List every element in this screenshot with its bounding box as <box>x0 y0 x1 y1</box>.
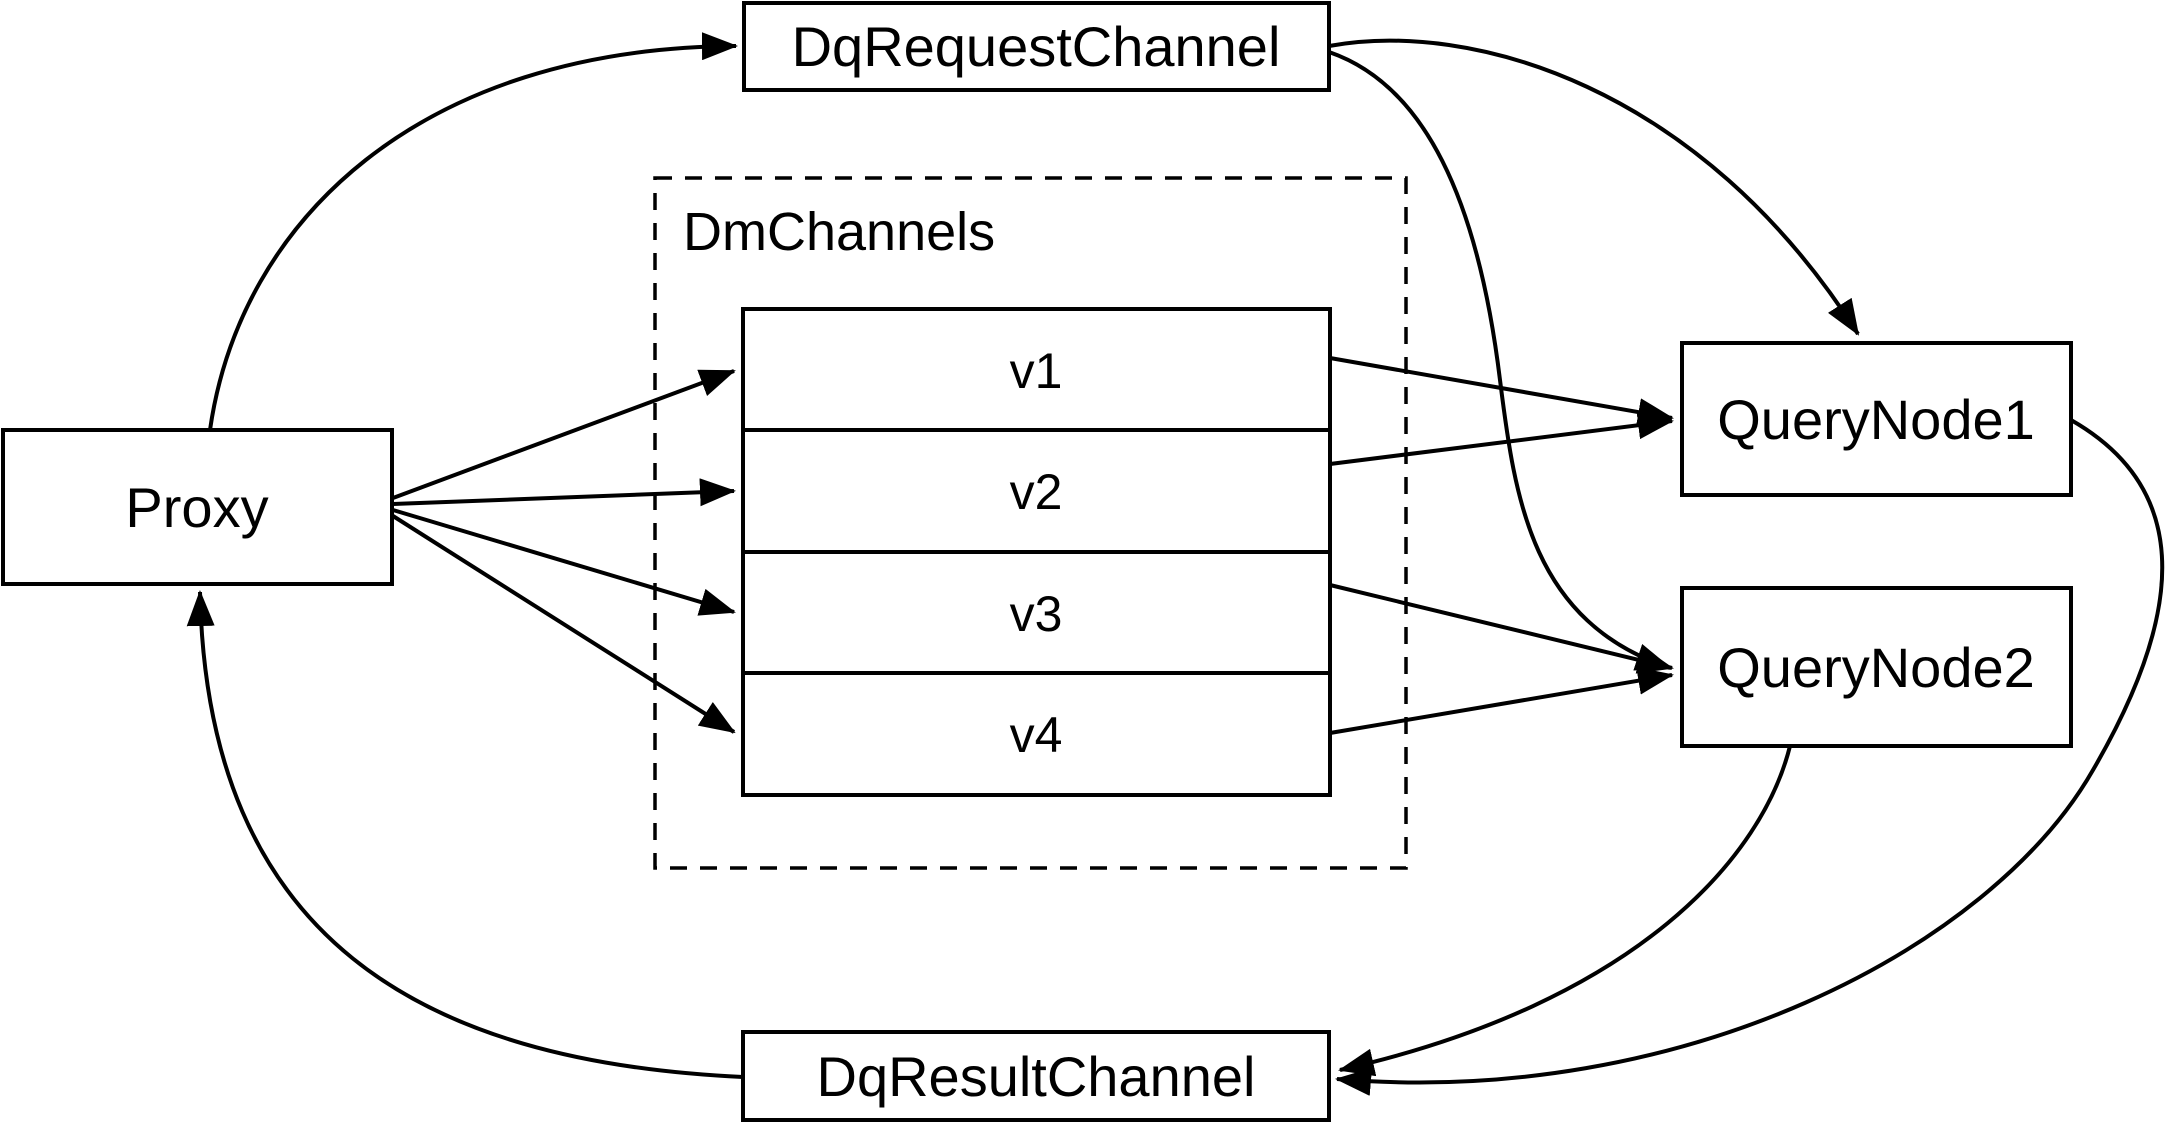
channel-v3-label: v3 <box>1010 586 1063 642</box>
node-query-node-2: QueryNode2 <box>1680 586 2073 748</box>
edge-proxy-to-v4 <box>391 514 736 734</box>
query-node-1-box <box>1680 341 2073 497</box>
query-node-1-label: QueryNode1 <box>1717 388 2035 451</box>
edge-query-node-2-to-dq-result-channel <box>1338 745 1792 1077</box>
edge-v2-to-query-node-1 <box>1329 411 1674 466</box>
query-node-2-box <box>1680 586 2073 748</box>
edge-v3-to-query-node-2 <box>1329 583 1674 674</box>
node-dq-result-channel: DqResultChannel <box>741 1030 1331 1122</box>
node-dq-request-channel: DqRequestChannel <box>742 1 1331 92</box>
proxy-box <box>1 428 394 586</box>
node-query-node-1: QueryNode1 <box>1680 341 2073 497</box>
dq-request-channel-label: DqRequestChannel <box>792 15 1281 78</box>
edge-v4-to-query-node-2 <box>1329 666 1674 735</box>
dq-result-channel-label: DqResultChannel <box>817 1045 1256 1108</box>
node-proxy: Proxy <box>1 428 394 586</box>
node-channel-stack: v1 v2 v3 v4 <box>741 307 1332 797</box>
edge-dq-request-channel-to-query-node-2 <box>1328 50 1672 671</box>
dm-channels-label: DmChannels <box>683 202 995 262</box>
channel-v2-label: v2 <box>1010 464 1063 520</box>
edge-proxy-to-v1 <box>392 369 736 500</box>
edge-proxy-to-v2 <box>392 478 736 507</box>
edge-query-node-1-to-dq-result-channel <box>1335 418 2165 1096</box>
dq-result-channel-box <box>741 1030 1331 1122</box>
proxy-label: Proxy <box>125 476 268 539</box>
query-node-2-label: QueryNode2 <box>1717 636 2035 699</box>
edge-proxy-to-v3 <box>392 508 736 616</box>
node-dm-channels-group: DmChannels <box>653 176 1408 870</box>
channel-v4-label: v4 <box>1010 707 1063 763</box>
edge-dq-result-channel-to-proxy <box>186 590 744 1079</box>
dm-channels-border <box>653 176 1408 870</box>
edge-dq-request-channel-to-query-node-1 <box>1328 38 1860 336</box>
edge-proxy-to-dq-request-channel <box>208 32 738 431</box>
dq-request-channel-box <box>742 1 1331 92</box>
channel-v1-label: v1 <box>1010 343 1063 399</box>
